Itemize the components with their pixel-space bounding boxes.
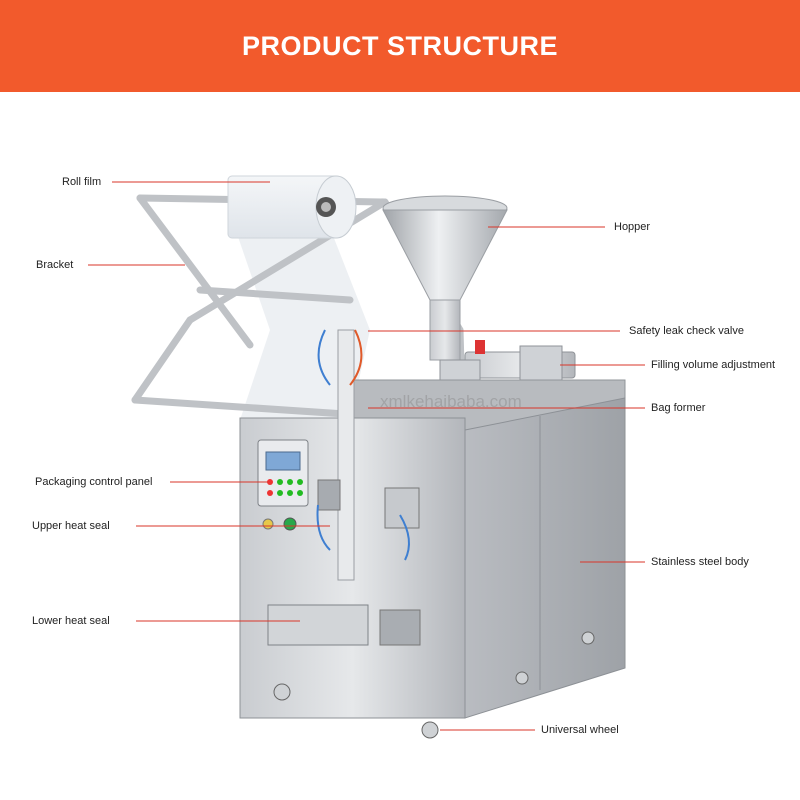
header-banner: [0, 0, 800, 92]
hopper: [382, 195, 508, 361]
label-lower-heat-seal: Lower heat seal: [32, 615, 110, 627]
body-side: [464, 397, 626, 719]
label-hopper: Hopper: [614, 221, 651, 233]
upper-heat-seal: [317, 479, 420, 529]
label-safety-leak-check-valve: Safety leak check valve: [629, 325, 744, 337]
filling-pump: [439, 340, 576, 385]
label-stainless-steel-body: Stainless steel body: [651, 556, 749, 568]
forming-tube: [337, 329, 355, 581]
machine-illustration: [88, 175, 645, 739]
roll-film: [227, 175, 357, 239]
label-bracket: Bracket: [36, 259, 74, 271]
watermark-text: xmlkehaibaba.com: [380, 392, 522, 411]
wheels: [273, 631, 595, 739]
page-title: PRODUCT STRUCTURE: [242, 31, 558, 61]
label-filling-volume-adjustment: Filling volume adjustment: [651, 359, 776, 371]
label-upper-heat-seal: Upper heat seal: [32, 520, 110, 532]
label-roll-film: Roll film: [62, 176, 102, 188]
lower-heat-seal: [267, 604, 421, 646]
control-panel: [257, 439, 309, 531]
label-bag-former: Bag former: [651, 402, 706, 414]
label-universal-wheel: Universal wheel: [541, 724, 619, 736]
leader-lines: [88, 181, 645, 731]
label-packaging-control-panel: Packaging control panel: [35, 476, 153, 488]
